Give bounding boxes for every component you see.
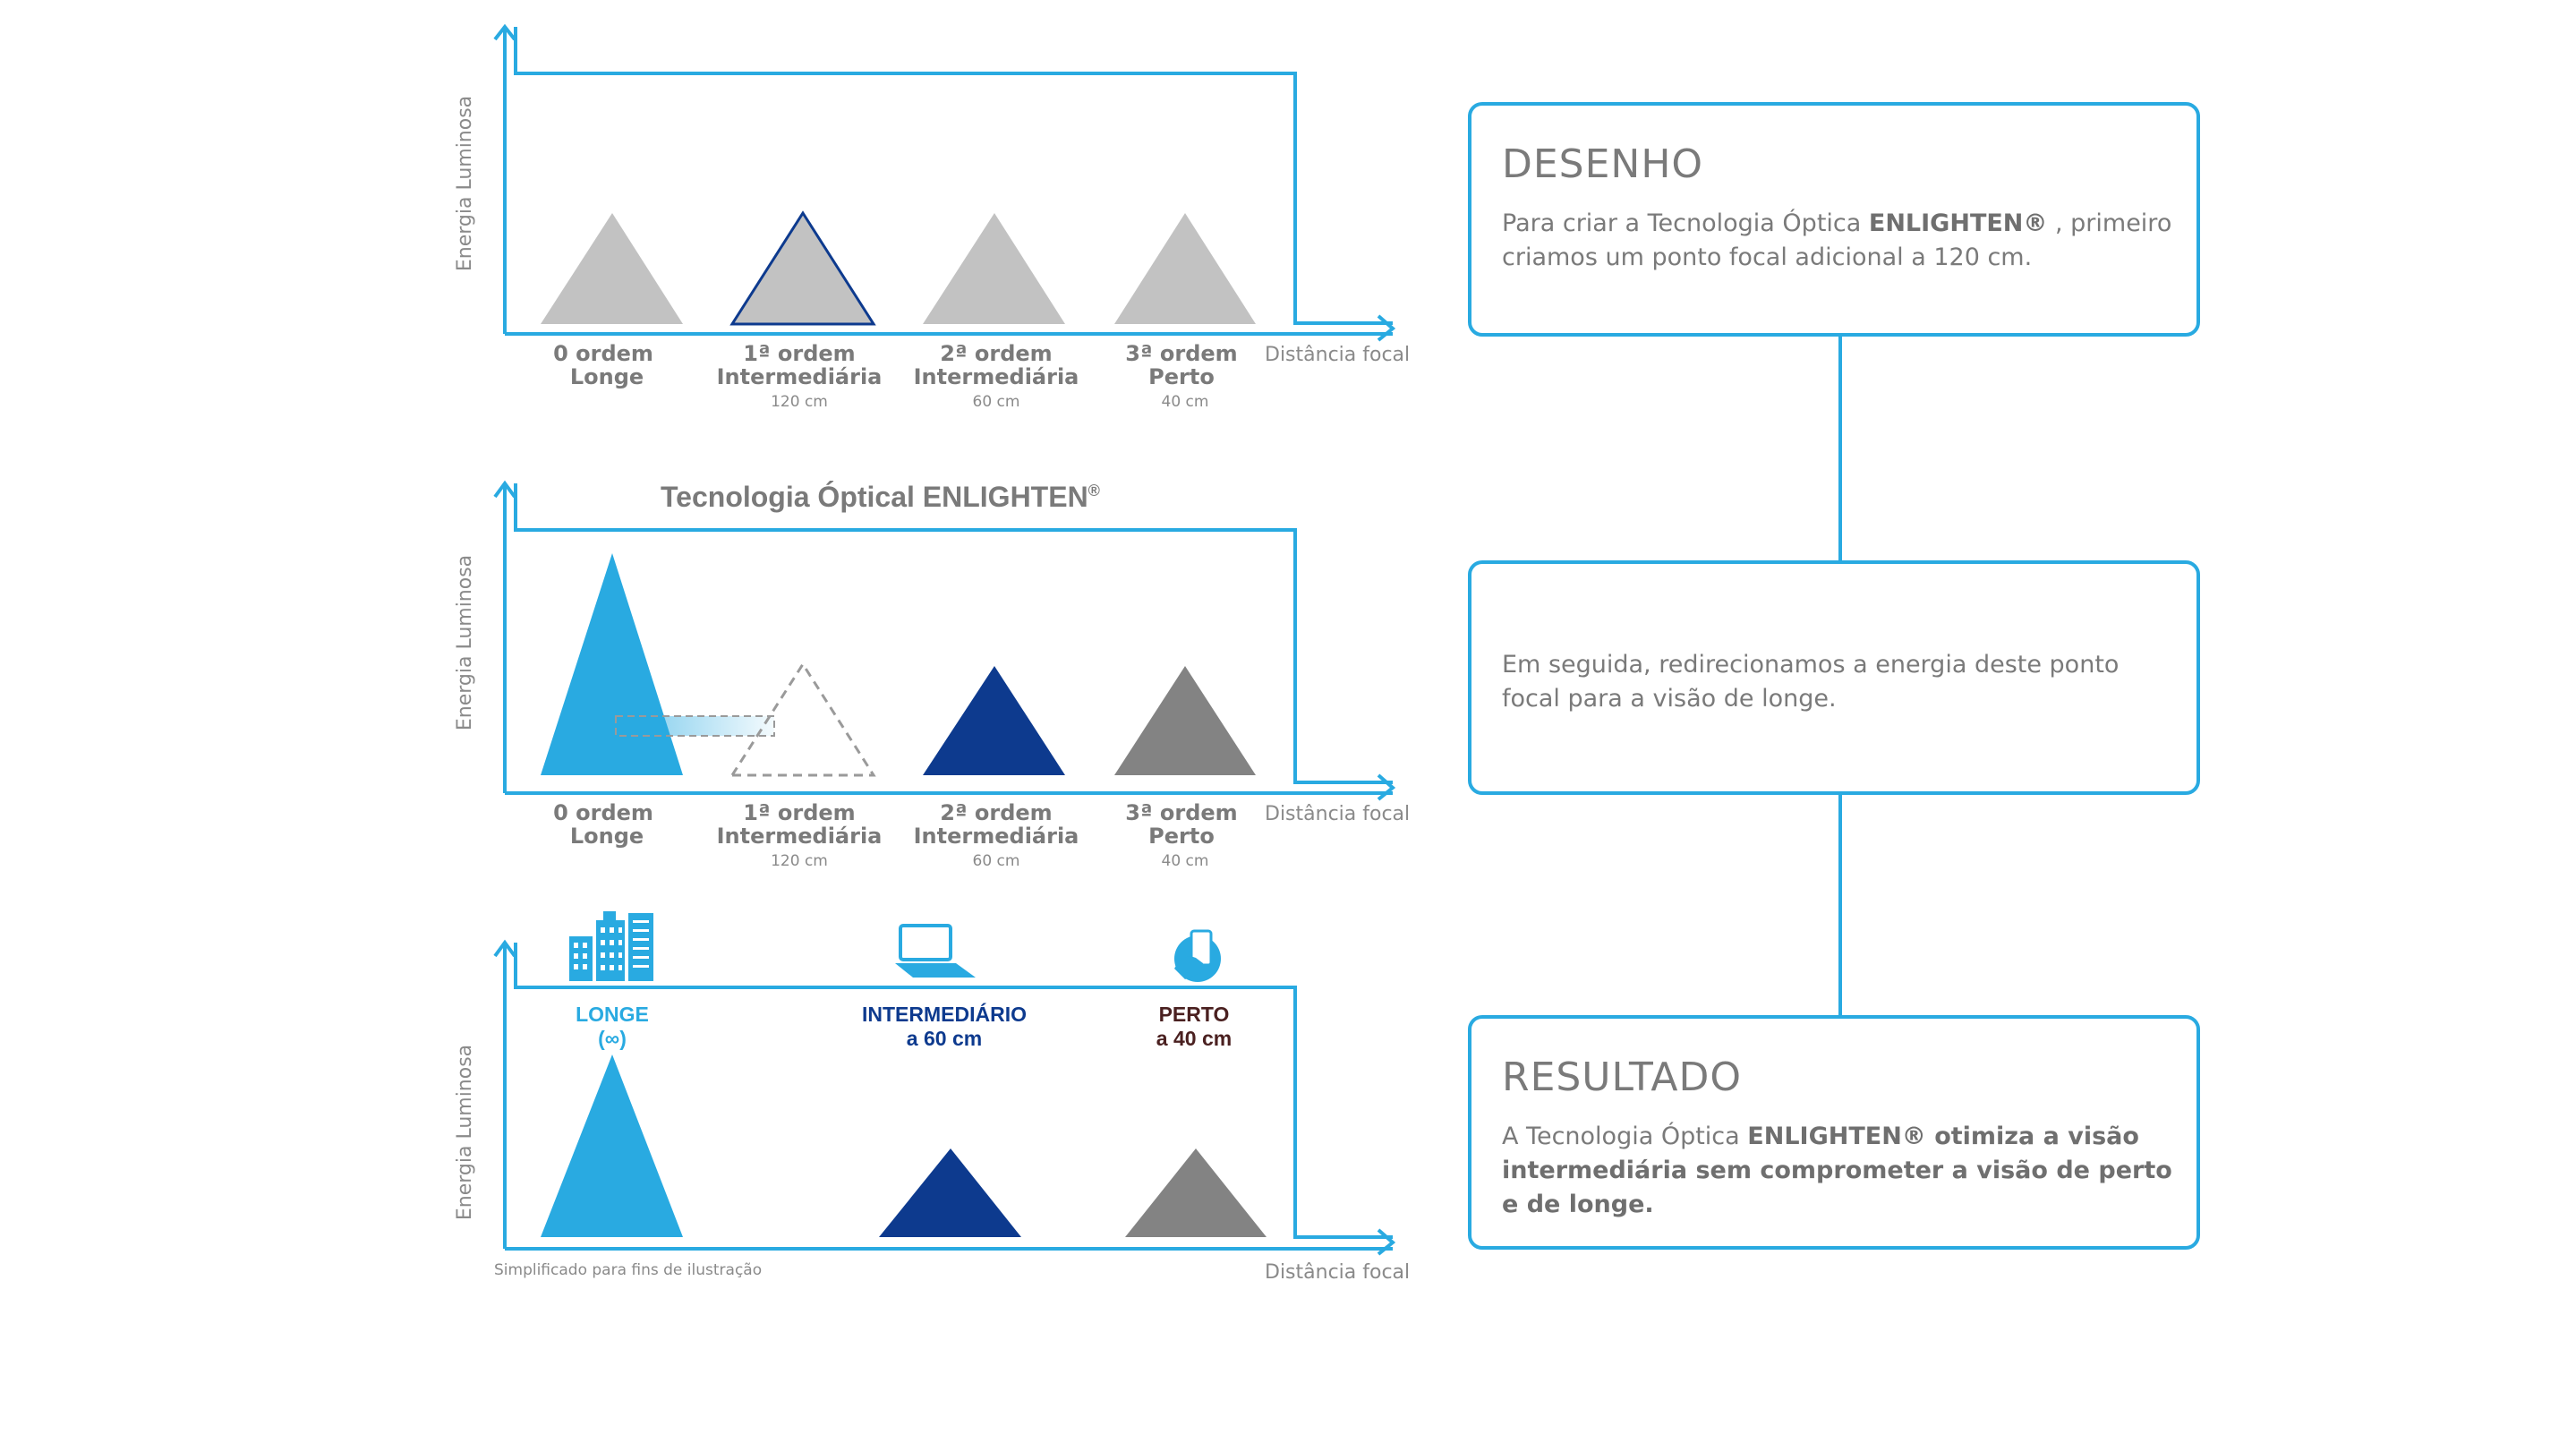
label-perto-sub: a 40 cm bbox=[1156, 1027, 1232, 1050]
chart-2-triangles bbox=[541, 553, 1256, 777]
triangle-perto bbox=[1125, 1148, 1267, 1237]
order-3-sub: Perto bbox=[1148, 364, 1215, 389]
triangle-order-2 bbox=[923, 666, 1065, 775]
y-axis-label: Energia Luminosa bbox=[454, 555, 476, 730]
result-card-title: RESULTADO bbox=[1502, 1054, 1743, 1100]
x-axis-label: Distância focal bbox=[1265, 344, 1410, 366]
label-longe-sub: (∞) bbox=[598, 1027, 627, 1050]
order-1-dist: 120 cm bbox=[771, 852, 828, 870]
chart-2-axes bbox=[493, 480, 1396, 801]
label-intermediario: INTERMEDIÁRIO bbox=[862, 1002, 1027, 1026]
design-card: DESENHO Para criar a Tecnologia Óptica E… bbox=[1468, 102, 2200, 337]
x-axis-label: Distância focal bbox=[1265, 1261, 1410, 1284]
y-axis-label: Energia Luminosa bbox=[454, 1045, 476, 1220]
chart-3-category-labels: LONGE (∞) INTERMEDIÁRIO a 60 cm PERTO a … bbox=[576, 1002, 1232, 1050]
chart-3-axes bbox=[493, 939, 1396, 1256]
label-longe: LONGE bbox=[576, 1003, 649, 1026]
order-2-sub: Intermediária bbox=[914, 824, 1079, 849]
triangle-order-3 bbox=[1114, 666, 1256, 775]
order-2-sub: Intermediária bbox=[914, 364, 1079, 389]
label-perto: PERTO bbox=[1159, 1003, 1230, 1026]
order-3-dist: 40 cm bbox=[1162, 393, 1209, 411]
chart-3-triangles bbox=[541, 1054, 1267, 1237]
result-card: RESULTADO A Tecnologia Óptica ENLIGHTEN®… bbox=[1468, 1015, 2200, 1250]
order-1-dist: 120 cm bbox=[771, 393, 828, 411]
order-2-dist: 60 cm bbox=[973, 852, 1020, 870]
buildings-icon bbox=[569, 911, 653, 981]
triangle-intermediario bbox=[879, 1148, 1021, 1237]
triangle-order-3 bbox=[1114, 213, 1256, 324]
card-connector-1 bbox=[1838, 337, 1842, 560]
chart-1-triangles bbox=[541, 210, 1256, 326]
redirect-card-text: Em seguida, redirecionamos a energia des… bbox=[1502, 651, 2120, 713]
order-3-name: 3ª ordem bbox=[1125, 800, 1237, 825]
energy-transfer-beam bbox=[615, 715, 775, 737]
triangle-order-1-removed bbox=[729, 662, 876, 777]
order-0-name: 0 ordem bbox=[553, 341, 653, 366]
triangle-order-1 bbox=[729, 210, 876, 326]
order-3-sub: Perto bbox=[1148, 824, 1215, 849]
result-card-text: A Tecnologia Óptica ENLIGHTEN® otimiza a… bbox=[1502, 1123, 2172, 1218]
chart-1: Energia Luminosa Distância focal 0 ordem… bbox=[454, 23, 1410, 411]
chart-1-order-labels: 0 ordem Longe 1ª ordem Intermediária 120… bbox=[553, 341, 1238, 411]
order-1-sub: Intermediária bbox=[717, 824, 883, 849]
order-1-sub: Intermediária bbox=[717, 364, 883, 389]
order-1-name: 1ª ordem bbox=[743, 800, 855, 825]
chart-2: Tecnologia Óptical ENLIGHTEN® Energia Lu… bbox=[454, 480, 1410, 870]
laptop-icon bbox=[895, 924, 976, 978]
order-0-name: 0 ordem bbox=[553, 800, 653, 825]
triangle-longe bbox=[541, 1054, 683, 1237]
triangle-order-0 bbox=[541, 553, 683, 775]
x-axis-label: Distância focal bbox=[1265, 803, 1410, 825]
card-connector-2 bbox=[1838, 795, 1842, 1015]
chart-2-title: Tecnologia Óptical ENLIGHTEN® bbox=[661, 481, 1100, 513]
order-3-name: 3ª ordem bbox=[1125, 341, 1237, 366]
order-2-name: 2ª ordem bbox=[940, 800, 1052, 825]
chart-3: Energia Luminosa Distância focal Simplif… bbox=[454, 911, 1410, 1284]
order-0-sub: Longe bbox=[570, 824, 644, 849]
design-card-text: Para criar a Tecnologia Óptica ENLIGHTEN… bbox=[1502, 209, 2172, 271]
triangle-order-2 bbox=[923, 213, 1065, 324]
order-0-sub: Longe bbox=[570, 364, 644, 389]
design-card-title: DESENHO bbox=[1502, 141, 1704, 187]
order-2-dist: 60 cm bbox=[973, 393, 1020, 411]
order-1-name: 1ª ordem bbox=[743, 341, 855, 366]
smartphone-icon bbox=[1174, 929, 1221, 982]
illustration-note: Simplificado para fins de ilustração bbox=[494, 1261, 762, 1279]
redirect-card: Em seguida, redirecionamos a energia des… bbox=[1468, 560, 2200, 795]
label-intermediario-sub: a 60 cm bbox=[907, 1027, 982, 1050]
order-2-name: 2ª ordem bbox=[940, 341, 1052, 366]
order-3-dist: 40 cm bbox=[1162, 852, 1209, 870]
chart-1-axes bbox=[493, 23, 1396, 342]
y-axis-label: Energia Luminosa bbox=[454, 96, 476, 271]
triangle-order-0 bbox=[541, 213, 683, 324]
chart-2-order-labels: 0 ordem Longe 1ª ordem Intermediária 120… bbox=[553, 800, 1238, 870]
